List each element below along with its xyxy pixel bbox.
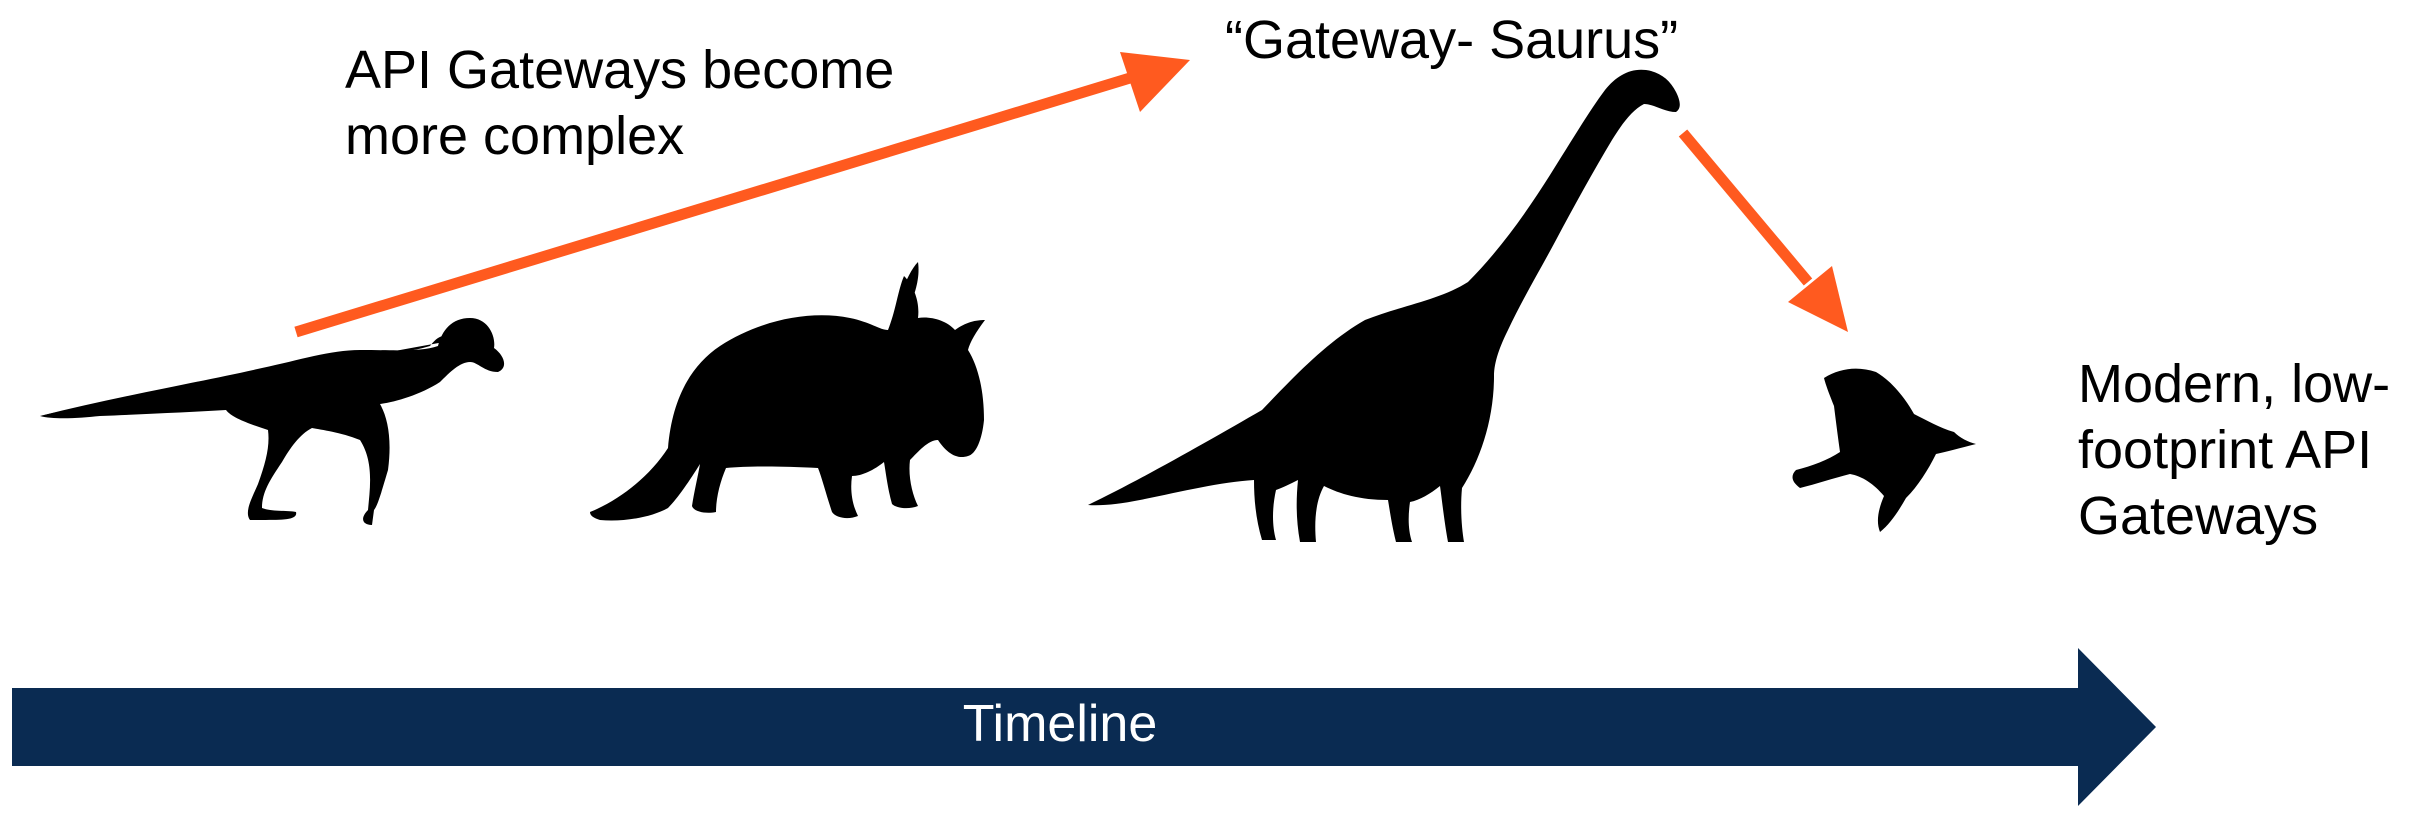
complexity-arrow xyxy=(294,52,1190,338)
gateway-saurus-label: “Gateway- Saurus” xyxy=(1225,8,1678,74)
modern-label-line1: Modern, low- xyxy=(2078,354,2391,414)
complexity-label-line2: more complex xyxy=(345,105,685,166)
decline-arrow xyxy=(1678,129,1848,332)
complexity-label-line1: API Gateways become xyxy=(345,40,895,100)
timeline-arrow xyxy=(12,648,2156,806)
modern-gateways-label: Modern, low- footprint API Gateways xyxy=(2078,352,2398,550)
modern-label-line2: footprint API xyxy=(2078,419,2373,480)
modern-label-line3: Gateways xyxy=(2078,485,2319,546)
small-dinosaur-icon xyxy=(40,318,505,525)
timeline-label: Timeline xyxy=(962,695,1158,753)
gateway-saurus-text: “Gateway- Saurus” xyxy=(1225,10,1679,70)
triceratops-icon xyxy=(590,262,985,521)
complexity-label: API Gateways become more complex xyxy=(345,38,1045,170)
brachiosaurus-icon xyxy=(1088,69,1680,543)
bird-icon xyxy=(1792,368,1976,532)
